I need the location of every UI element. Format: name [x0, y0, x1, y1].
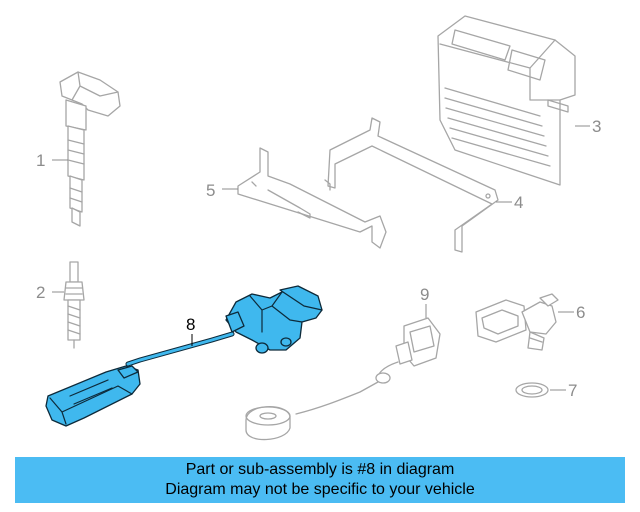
banner-line-1: Part or sub-assembly is #8 in diagram	[185, 461, 455, 478]
callout-5: 5	[206, 181, 215, 200]
part-seal-ring	[515, 382, 549, 398]
part-ecm	[437, 15, 576, 186]
part-sensor-with-harness	[45, 285, 323, 427]
callout-1: 1	[36, 151, 45, 170]
callout-8: 8	[186, 315, 195, 334]
callout-3: 3	[592, 117, 601, 136]
part-sensor	[475, 293, 559, 351]
callout-4: 4	[514, 193, 523, 212]
callout-2: 2	[36, 283, 45, 302]
callout-6: 6	[576, 303, 585, 322]
parts-diagram: 1 2 3 4 5	[36, 15, 601, 441]
part-knock-sensor	[245, 317, 441, 441]
callout-9: 9	[420, 285, 429, 304]
part-bracket	[237, 147, 387, 249]
part-spark-plug	[63, 261, 85, 349]
part-mounting-bracket	[324, 117, 499, 253]
callout-7: 7	[568, 381, 577, 400]
info-banner: Part or sub-assembly is #8 in diagram Di…	[15, 457, 625, 503]
banner-line-2: Diagram may not be specific to your vehi…	[165, 481, 475, 498]
part-ignition-coil	[59, 71, 121, 227]
